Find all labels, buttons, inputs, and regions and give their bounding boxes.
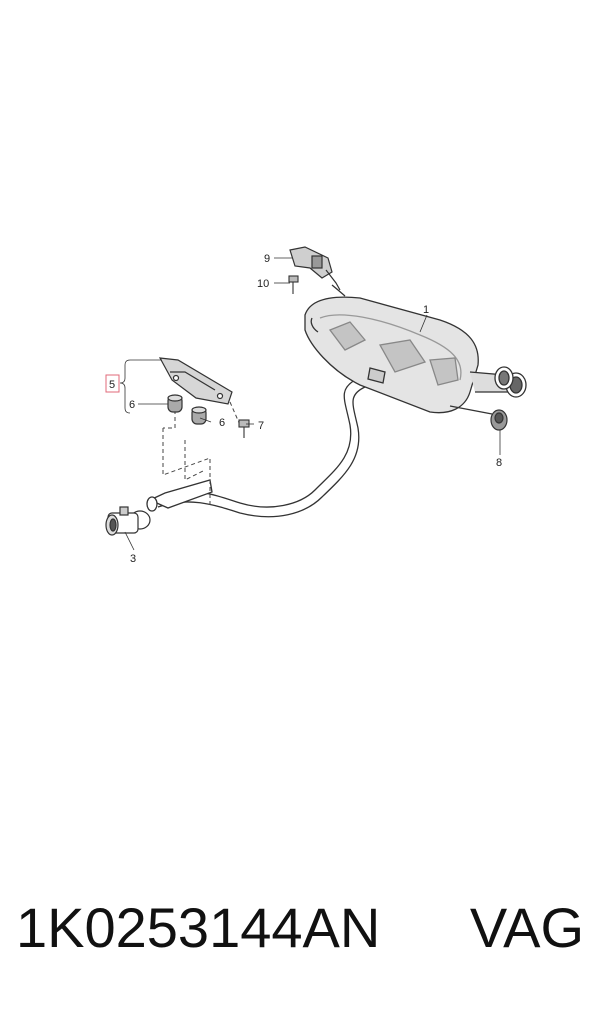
callout-6-left: 6 bbox=[129, 399, 135, 411]
callout-1: 1 bbox=[423, 304, 429, 316]
callout-10: 10 bbox=[257, 278, 269, 290]
callout-3: 3 bbox=[130, 553, 136, 565]
bolt-10 bbox=[288, 275, 299, 294]
leader-lines bbox=[119, 257, 501, 551]
exhaust-system-diagram: 1 3 5 6 6 7 8 9 10 bbox=[105, 246, 527, 565]
brand-label: VAG bbox=[469, 896, 584, 959]
exhaust-pipe bbox=[146, 370, 387, 518]
callout-9: 9 bbox=[264, 253, 270, 265]
bolt-7 bbox=[238, 419, 250, 438]
assembly-guides bbox=[162, 401, 241, 505]
callout-7: 7 bbox=[258, 420, 264, 432]
rear-muffler bbox=[304, 284, 527, 415]
pipe-clamp bbox=[105, 506, 151, 536]
rubber-mounts bbox=[167, 394, 207, 425]
rubber-mount-8 bbox=[490, 409, 508, 431]
mounting-bracket bbox=[158, 357, 233, 405]
part-number: 1K0253144AN bbox=[16, 896, 381, 959]
callout-8: 8 bbox=[496, 457, 502, 469]
callout-6-right: 6 bbox=[219, 417, 225, 429]
callout-5-highlight bbox=[105, 374, 120, 393]
hanger-bracket bbox=[289, 246, 341, 291]
caption-footer: 1K0253144AN VAG bbox=[0, 895, 600, 985]
callout-5: 5 bbox=[109, 379, 115, 391]
